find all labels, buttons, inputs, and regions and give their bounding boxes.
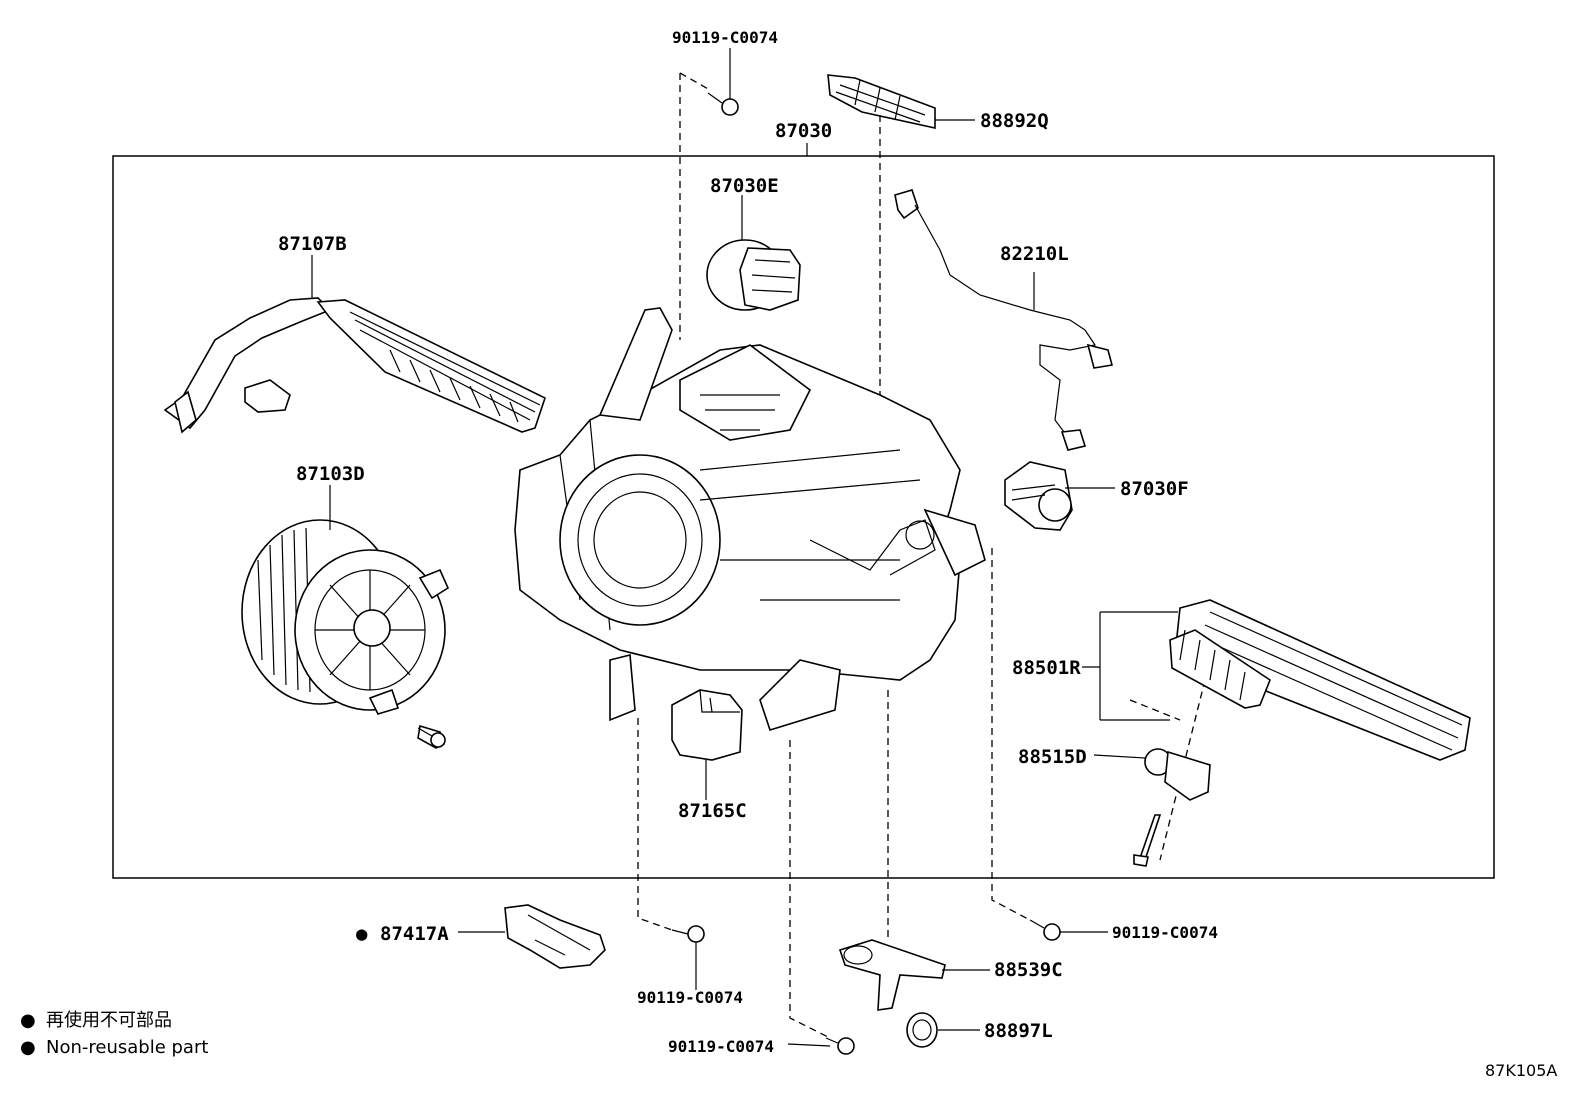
label-88515D: 88515D bbox=[1018, 746, 1087, 768]
label-bolt-bottom-left: 90119-C0074 bbox=[668, 1037, 774, 1056]
label-bolt-right: 90119-C0074 bbox=[1112, 923, 1218, 942]
expansion-valve-88515D bbox=[1133, 748, 1211, 867]
label-bolt-top: 90119-C0074 bbox=[672, 28, 778, 47]
label-87030E: 87030E bbox=[710, 175, 779, 197]
actuator-87030F bbox=[1004, 461, 1073, 531]
evaporator-88501R bbox=[1169, 599, 1471, 761]
label-87107B: 87107B bbox=[278, 233, 347, 255]
label-88892Q: 88892Q bbox=[980, 110, 1049, 132]
legend-text-en: Non-reusable part bbox=[46, 1037, 208, 1058]
seal-88892Q bbox=[827, 74, 936, 129]
bolt-icon-bottom-mid bbox=[671, 925, 705, 943]
label-87030: 87030 bbox=[775, 120, 832, 142]
label-87030F: 87030F bbox=[1120, 478, 1189, 500]
non-reusable-marker: ● bbox=[356, 923, 368, 945]
assembly-frame bbox=[112, 155, 1495, 879]
legend-text-jp: 再使用不可部品 bbox=[46, 1010, 172, 1031]
label-88501R: 88501R bbox=[1012, 657, 1081, 679]
label-87103D: 87103D bbox=[296, 463, 365, 485]
resistor-87165C bbox=[671, 689, 743, 761]
bolt-icon-right bbox=[1029, 919, 1061, 941]
dashed-guides bbox=[637, 72, 1206, 1039]
label-82210L: 82210L bbox=[1000, 243, 1069, 265]
legend-symbol-jp: ● bbox=[20, 1010, 36, 1031]
label-87165C: 87165C bbox=[678, 800, 747, 822]
damper-motor-87030E bbox=[706, 239, 801, 311]
wire-harness-82210L bbox=[894, 189, 1113, 451]
grommet-88897L bbox=[906, 1012, 938, 1048]
leader-lines bbox=[311, 48, 1178, 1047]
bracket-87417A bbox=[504, 904, 606, 969]
main-housing-87030 bbox=[514, 307, 986, 731]
bolt-icon-top bbox=[707, 92, 739, 116]
blower-motor-87103D bbox=[241, 519, 450, 749]
label-bolt-bottom-mid: 90119-C0074 bbox=[637, 988, 743, 1007]
bolt-icon-bottom-left bbox=[825, 1037, 855, 1055]
figure-code: 87K105A bbox=[1485, 1061, 1557, 1080]
label-87417A: 87417A bbox=[380, 923, 449, 945]
bolt-icon-motor bbox=[417, 727, 446, 748]
heater-core-87107B bbox=[163, 297, 546, 434]
label-88897L: 88897L bbox=[984, 1020, 1053, 1042]
label-88539C: 88539C bbox=[994, 959, 1063, 981]
legend: ● 再使用不可部品 ● Non-reusable part bbox=[20, 1010, 208, 1058]
legend-symbol-en: ● bbox=[20, 1037, 36, 1058]
duct-88539C bbox=[838, 939, 946, 1011]
